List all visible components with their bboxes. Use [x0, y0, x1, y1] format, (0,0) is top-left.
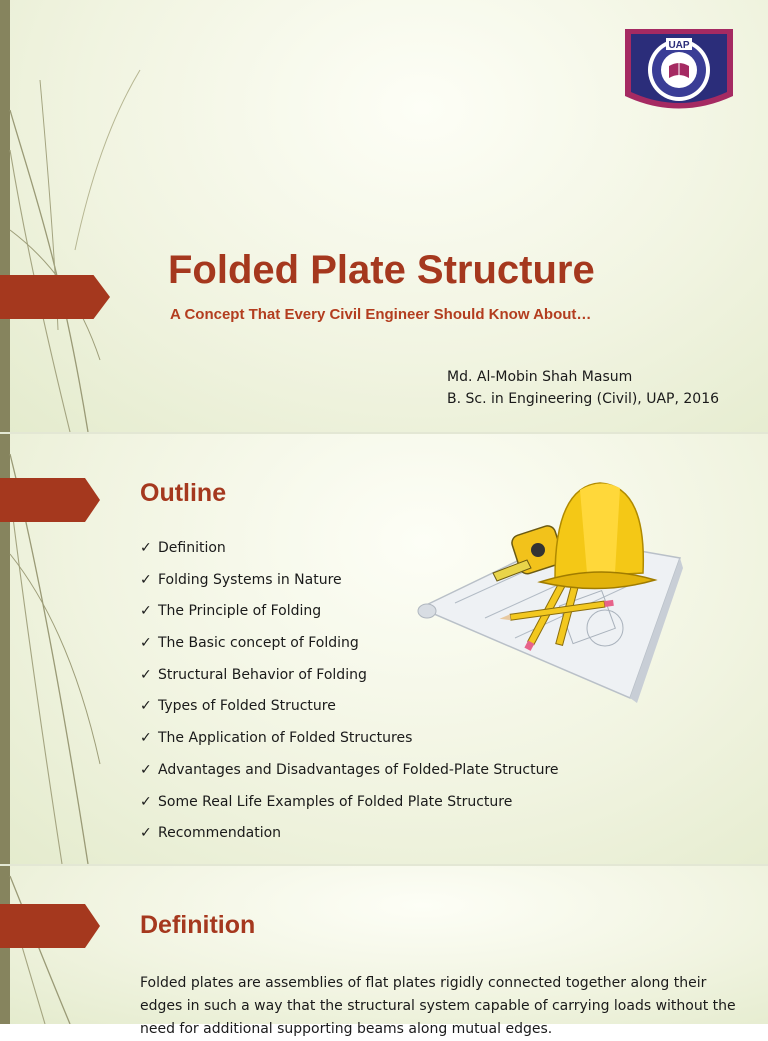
definition-title: Definition: [140, 911, 256, 939]
list-item: ✓Some Real Life Examples of Folded Plate…: [140, 793, 513, 810]
left-stripe: [0, 434, 10, 864]
slide-subtitle: A Concept That Every Civil Engineer Shou…: [170, 306, 592, 323]
checkmark-icon: ✓: [140, 698, 152, 715]
list-item: ✓Structural Behavior of Folding: [140, 666, 367, 683]
checkmark-icon: ✓: [140, 635, 152, 652]
outline-title: Outline: [140, 479, 227, 507]
slide-divider: [0, 864, 768, 866]
checkmark-icon: ✓: [140, 571, 152, 588]
checkmark-icon: ✓: [140, 730, 152, 747]
slide-divider: [0, 432, 768, 434]
list-item: ✓Advantages and Disadvantages of Folded-…: [140, 761, 559, 778]
definition-slide: [0, 866, 768, 1024]
checkmark-icon: ✓: [140, 761, 152, 778]
list-item: ✓The Principle of Folding: [140, 603, 322, 620]
list-item: ✓Folding Systems in Nature: [140, 571, 342, 588]
list-item: ✓The Application of Folded Structures: [140, 730, 413, 747]
checkmark-icon: ✓: [140, 793, 152, 810]
checkmark-icon: ✓: [140, 540, 152, 556]
list-item: ✓Recommendation: [140, 825, 282, 842]
outline-arrow-marker: [0, 478, 100, 522]
svg-text:UAP: UAP: [668, 40, 689, 51]
author-name: Md. Al-Mobin Shah Masum: [447, 369, 633, 385]
author-degree: B. Sc. in Engineering (Civil), UAP, 2016: [447, 391, 720, 407]
helmet-blueprint-icon: [415, 478, 685, 713]
decorative-swirl-icon: [9, 69, 141, 432]
definition-text: Folded plates are assemblies of flat pla…: [140, 975, 736, 1037]
university-logo: UAP: [621, 26, 737, 119]
slide-title: Folded Plate Structure: [168, 248, 595, 292]
checkmark-icon: ✓: [140, 666, 152, 683]
list-item: ✓Types of Folded Structure: [140, 698, 336, 715]
definition-arrow-marker: [0, 904, 100, 948]
left-stripe: [0, 0, 10, 432]
checkmark-icon: ✓: [140, 603, 152, 620]
title-arrow-marker: [0, 275, 110, 319]
title-slide: UAP Folded Plate Structure A Concept Tha…: [0, 0, 768, 432]
list-item: ✓The Basic concept of Folding: [140, 635, 359, 652]
checkmark-icon: ✓: [140, 825, 152, 842]
list-item: ✓Definition: [140, 540, 226, 556]
outline-list: ✓Definition ✓Folding Systems in Nature ✓…: [140, 540, 559, 857]
